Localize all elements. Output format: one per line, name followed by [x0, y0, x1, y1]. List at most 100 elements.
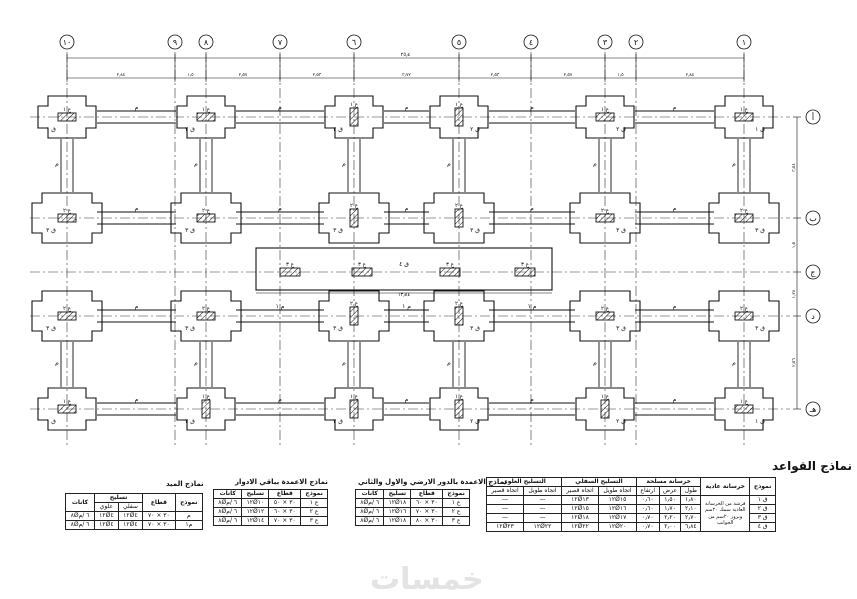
grid-bubble — [451, 34, 467, 50]
cell: ٠٫٦٠ — [636, 504, 660, 514]
table-row: ٨Ø٦ /م ١٢Ø٤ ١٢Ø٤ ٣٠ × ٧٠ م — [64, 511, 204, 521]
cell: ١٢Ø٢٠ — [597, 522, 638, 532]
cell: ١٢Ø١٨ — [383, 498, 412, 508]
column — [349, 306, 359, 326]
overall-dim-label: ٢٥٫٤ — [401, 52, 411, 58]
beam-label: م — [593, 161, 597, 168]
cell: ١٢Ø٢٢ — [522, 522, 563, 532]
column — [201, 399, 211, 419]
footing-label: ق ٣ — [616, 227, 626, 234]
column — [351, 267, 373, 277]
column — [57, 112, 77, 122]
th-b-reinf: تسليح — [94, 493, 144, 503]
grid-label: ٧ — [278, 38, 283, 47]
column — [196, 213, 216, 223]
grid-label: ٦ — [352, 38, 356, 47]
cell: — — [522, 504, 563, 514]
columns — [57, 107, 754, 419]
grid-label: ب — [809, 214, 817, 223]
beam-label: م — [405, 104, 409, 111]
cell: ٣٠ × ٦٠ — [410, 498, 444, 508]
right-dim-label: ١٫٥ — [792, 241, 797, 248]
column-label: ع ١ — [350, 394, 359, 400]
footing-label: ق ٢ — [470, 126, 480, 133]
footing-label: ق ٣ — [185, 325, 195, 332]
footing-pad — [318, 192, 390, 244]
th-cu-reinf: تسليح — [241, 489, 270, 499]
column-label: ع ١ — [202, 394, 211, 400]
cell: ٣٠ × ٥٠ — [268, 498, 302, 508]
footing-label: ق ٢ — [333, 126, 343, 133]
column-label: ع ٢ — [350, 301, 359, 307]
footing-pad — [423, 290, 495, 342]
cell: ١٢Ø١٥ — [561, 504, 599, 514]
column-label: ع ١ — [601, 394, 610, 400]
column — [57, 404, 77, 414]
column-label: ع ٢ — [740, 306, 749, 312]
cell: ٢٫١٠ — [680, 504, 702, 514]
footing-label: ق ١ — [46, 126, 56, 133]
column — [454, 399, 464, 419]
cell: ١٢Ø٤ — [94, 520, 119, 530]
footing-label: ق ٣ — [470, 325, 480, 332]
table-row: ٨Ø٦ /م ١٢Ø١٠ ٣٠ × ٥٠ ع ١ — [212, 498, 328, 508]
cell: ١٢Ø١٥ — [597, 495, 638, 505]
th-ft-bot-long: اتجاه طويل — [597, 486, 638, 496]
footing-label: ق ٢ — [616, 418, 626, 425]
beam-label: م ١ — [528, 303, 537, 310]
grid-label: ج — [810, 268, 816, 277]
footing-pad — [37, 95, 97, 139]
grid-label: ٩ — [173, 38, 177, 47]
footing-pad — [170, 290, 242, 342]
table-row: ١٢Ø٢٣ ١٢Ø٢٢ ١٢Ø٢٢ ١٢Ø٢٠ ٠٫٧٠ ٢٫٠٠ ٦٫٨٤ ق… — [486, 522, 776, 532]
beam-label: م — [194, 161, 198, 168]
table-row: ٨Ø٦ /م ١٢Ø١٦ ٣٠ × ٧٠ ع ٢ — [354, 507, 470, 517]
beam-label: م — [405, 205, 409, 212]
cell: — — [522, 495, 563, 505]
footing-label: ق ١ — [46, 418, 56, 425]
grid-label: ٢ — [634, 38, 638, 47]
column-label: ع ٢ — [601, 208, 610, 214]
grid-bubble — [198, 34, 214, 50]
cell: ٨Ø٦ /م — [212, 507, 243, 517]
cell: ٣٠ × ٨٠ — [410, 516, 444, 526]
column-label: ع ٣ — [521, 262, 530, 268]
span-dim-label: ١٫٥ — [617, 73, 624, 78]
footing-pad — [575, 387, 635, 431]
footing-pad — [37, 387, 97, 431]
column-label: ع ١ — [455, 394, 464, 400]
cell: ٢٫٢٠ — [658, 513, 682, 523]
footing-pad — [714, 95, 774, 139]
footing-label: ق ٤ — [399, 261, 409, 268]
column-label: ع ٢ — [350, 203, 359, 209]
cell: ١٢Ø٤ — [117, 520, 144, 530]
beam-label: م — [530, 104, 534, 111]
footing-label: ق ٢ — [616, 126, 626, 133]
beam-label: م — [673, 104, 677, 111]
column-label: ع ١ — [63, 107, 72, 113]
beam-label: م — [673, 396, 677, 403]
column — [454, 107, 464, 127]
grid-bubble — [59, 34, 75, 50]
cell: ١٢Ø١٧ — [597, 513, 638, 523]
columns-lower-table: كانات تسليح قطاع نموذج ٨Ø٦ /م ١٢Ø١٨ ٣٠ ×… — [354, 489, 470, 526]
footing-label: ق ٢ — [333, 418, 343, 425]
column — [595, 112, 615, 122]
beam-label: م — [447, 161, 451, 168]
beam-label: م — [673, 303, 677, 310]
footings — [31, 95, 780, 431]
th-b-model: نموذج — [174, 493, 204, 512]
cell: ١٢Ø١٢ — [241, 507, 270, 517]
column-label: ع ١ — [601, 107, 610, 113]
column-label: ع ٢ — [601, 306, 610, 312]
cell: ع ٣ — [442, 516, 470, 526]
column-label: ع ١ — [740, 107, 749, 113]
beam-label: م — [732, 360, 736, 367]
grid-label: هـ — [809, 405, 817, 414]
footing-pad — [170, 192, 242, 244]
table-row: ٨Ø٦ /م ١٢Ø١٨ ٣٠ × ٦٠ ع ١ — [354, 498, 470, 508]
cell: ٨Ø٦ /م — [64, 520, 96, 530]
beam-label: م — [530, 396, 534, 403]
span-dim-label: ٢٫٥٧ — [239, 73, 248, 78]
